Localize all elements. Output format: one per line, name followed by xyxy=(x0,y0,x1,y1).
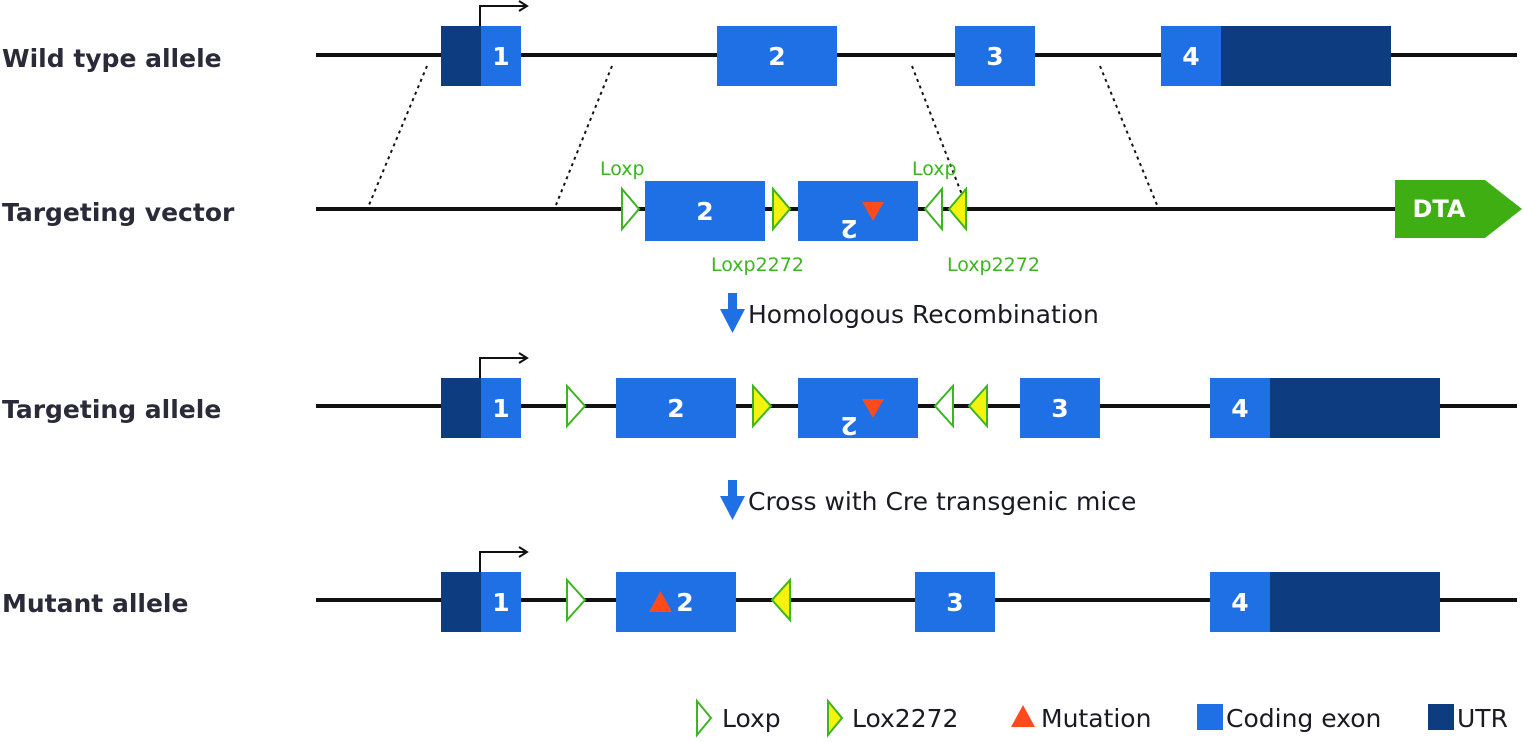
exon-4-number: 4 xyxy=(1231,394,1248,423)
legend-loxp-icon xyxy=(696,698,713,738)
homology-connector xyxy=(555,65,613,206)
lox2272-site-forward xyxy=(772,186,792,232)
loxp-site-reverse xyxy=(933,383,954,429)
targeting-allele-label: Targeting allele xyxy=(2,395,221,424)
lox2272-site-reverse xyxy=(770,577,791,623)
down-arrow-icon xyxy=(728,480,737,498)
down-arrow-icon xyxy=(720,309,745,333)
legend-coding-exon-icon xyxy=(1197,704,1223,730)
step-label: Homologous Recombination xyxy=(748,300,1099,329)
exon-4 xyxy=(1161,26,1221,86)
exon-2-number: 2 xyxy=(696,197,713,226)
lox2272-label: Loxp2272 xyxy=(711,254,804,276)
exon-2-number: 2 xyxy=(667,394,684,423)
dta-label: DTA xyxy=(1412,195,1465,223)
legend-utr-label: UTR xyxy=(1457,704,1508,733)
exon-4-number: 4 xyxy=(1231,588,1248,617)
targeting-vector-row: Targeting vector Loxp Loxp 2 2 Loxp2272 … xyxy=(2,158,1522,276)
exon-1-number: 1 xyxy=(492,588,509,617)
exon-3-number: 3 xyxy=(946,588,963,617)
dta-cassette xyxy=(1395,180,1522,238)
exon-2-inverted-number: 2 xyxy=(840,411,857,440)
mutant-allele-row: Mutant allele 1 2 3 4 xyxy=(2,546,1517,632)
targeting-allele-row: Targeting allele 1 2 2 3 4 xyxy=(2,352,1517,440)
exon-3 xyxy=(955,26,1035,86)
legend-loxp-label: Loxp xyxy=(722,704,781,733)
transcription-start-arrow xyxy=(479,551,526,572)
mutation-marker xyxy=(862,399,884,418)
exon-3 xyxy=(915,572,995,632)
down-arrow-icon xyxy=(728,293,737,311)
exon-4 xyxy=(1210,572,1270,632)
exon-2 xyxy=(645,181,765,241)
legend-utr-icon xyxy=(1428,704,1454,730)
step-cre-cross: Cross with Cre transgenic mice xyxy=(720,480,1136,520)
legend-mutation-label: Mutation xyxy=(1041,704,1151,733)
exon-4 xyxy=(1210,378,1270,438)
loxp-site-forward xyxy=(566,577,587,623)
homology-connector xyxy=(1099,65,1158,206)
exon-2 xyxy=(717,26,837,86)
step-homologous-recombination: Homologous Recombination xyxy=(720,293,1099,333)
lox2272-site-forward xyxy=(752,383,773,429)
utr-3prime xyxy=(1270,572,1440,632)
exon-2 xyxy=(616,378,736,438)
legend: Loxp Lox2272 Mutation Coding exon UTR xyxy=(696,698,1508,738)
exon-3-number: 3 xyxy=(986,42,1003,71)
exon-4-number: 4 xyxy=(1182,42,1199,71)
step-label: Cross with Cre transgenic mice xyxy=(748,487,1136,516)
transcription-start-arrowhead xyxy=(518,546,529,558)
loxp-site-reverse xyxy=(923,186,943,232)
exon-1-number: 1 xyxy=(492,42,509,71)
lox2272-label: Loxp2272 xyxy=(947,254,1040,276)
loxp-site-forward xyxy=(621,186,641,232)
lox2272-site-reverse xyxy=(967,383,988,429)
utr-3prime xyxy=(1221,26,1391,86)
legend-mutation-icon xyxy=(1011,705,1035,727)
legend-lox2272-icon xyxy=(827,698,844,738)
legend-coding-exon-label: Coding exon xyxy=(1226,704,1381,733)
exon-1 xyxy=(481,378,521,438)
exon-2-inverted xyxy=(798,181,918,241)
exon-2-inverted-number: 2 xyxy=(840,214,857,243)
exon-3 xyxy=(1020,378,1100,438)
exon-2-mutated xyxy=(616,572,736,632)
legend-lox2272-label: Lox2272 xyxy=(852,704,958,733)
exon-3-number: 3 xyxy=(1051,394,1068,423)
exon-1-number: 1 xyxy=(492,394,509,423)
loxp-site-forward xyxy=(566,383,587,429)
exon-1 xyxy=(481,572,521,632)
wild-type-row: Wild type allele 1 2 3 4 xyxy=(2,0,1517,86)
targeting-vector-label: Targeting vector xyxy=(2,198,235,227)
down-arrow-icon xyxy=(720,496,745,520)
exon-2-inverted xyxy=(798,378,918,438)
loxp-label: Loxp xyxy=(600,158,645,180)
exon-2-number: 2 xyxy=(768,42,785,71)
transcription-start-arrow xyxy=(479,5,526,26)
homology-connector xyxy=(911,65,967,206)
exon-1 xyxy=(481,26,521,86)
utr-5prime xyxy=(441,26,481,86)
mutant-allele-label: Mutant allele xyxy=(2,589,188,618)
mutation-marker xyxy=(862,202,884,221)
wild-type-label: Wild type allele xyxy=(2,44,222,73)
transcription-start-arrow xyxy=(479,357,526,378)
utr-5prime xyxy=(441,572,481,632)
lox2272-site-reverse xyxy=(947,186,967,232)
transcription-start-arrowhead xyxy=(518,352,529,364)
utr-5prime xyxy=(441,378,481,438)
homology-connector xyxy=(368,65,428,206)
mutation-marker xyxy=(649,591,672,612)
loxp-label: Loxp xyxy=(912,158,957,180)
utr-3prime xyxy=(1270,378,1440,438)
transcription-start-arrowhead xyxy=(518,0,529,12)
exon-2-number: 2 xyxy=(676,588,693,617)
